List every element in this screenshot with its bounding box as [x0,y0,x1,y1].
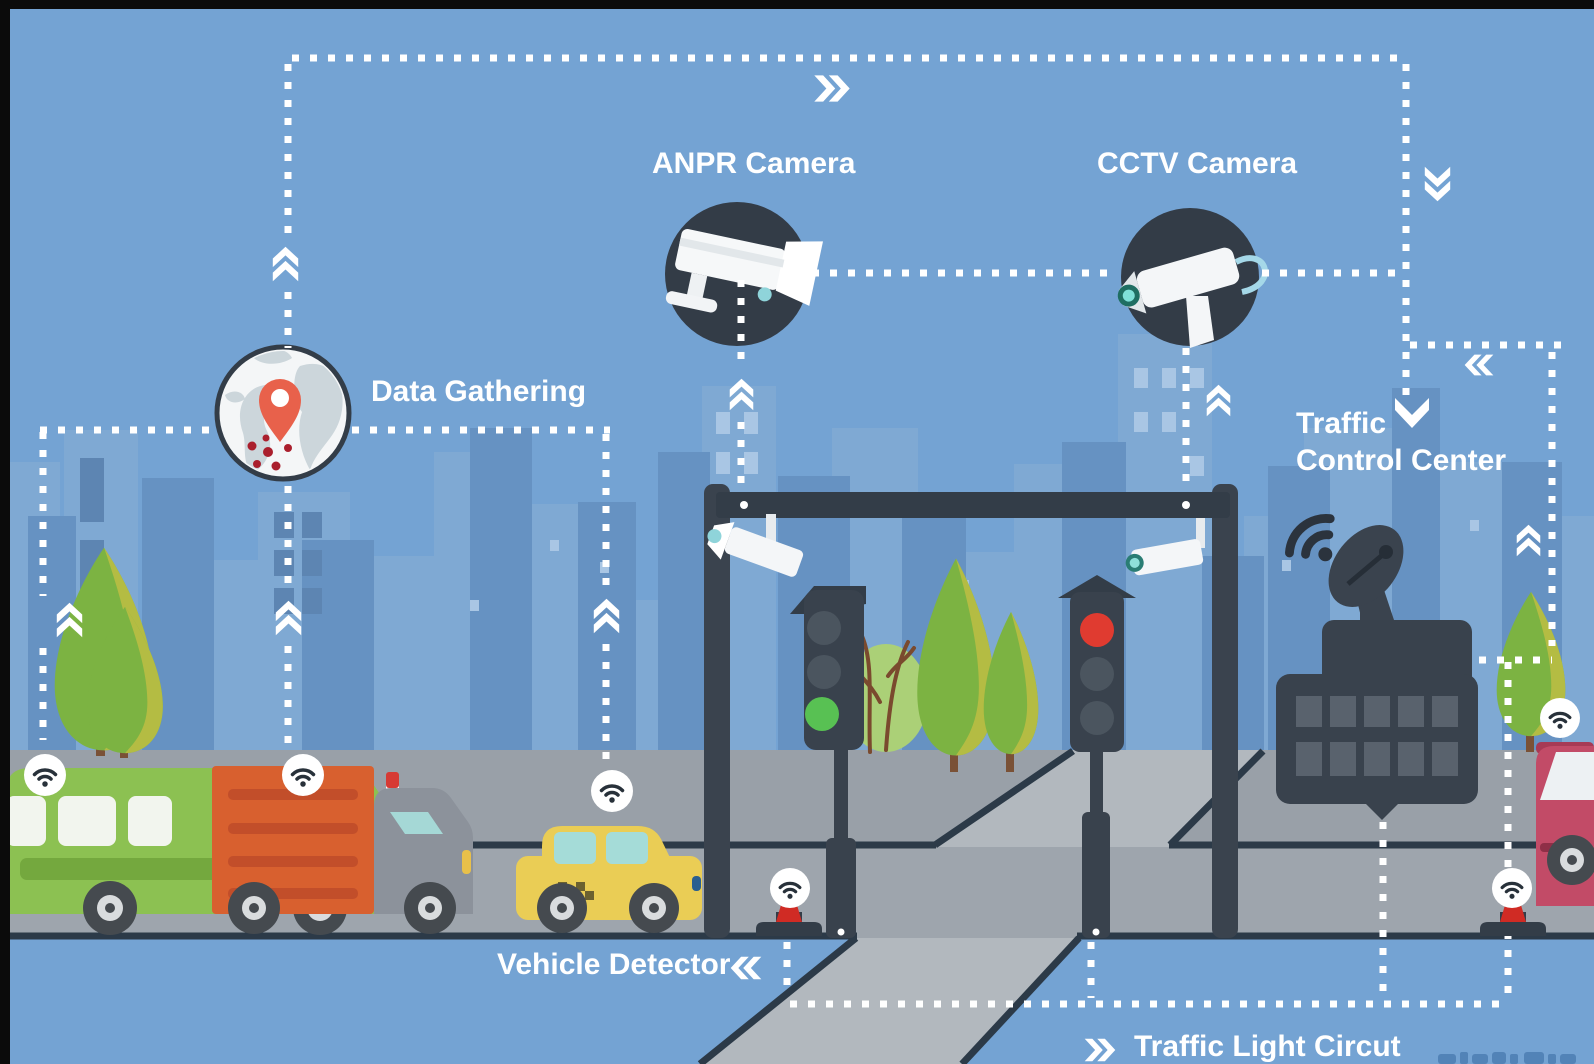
wifi-badge-bus [24,754,66,796]
anpr-street-camera [707,514,804,577]
traffic-light-red [1058,575,1136,938]
traffic-light-circuit-label: Traffic Light Circut [1134,1030,1401,1063]
wifi-badge-detector-left [770,868,810,908]
cctv-street-camera [1125,518,1205,576]
traffic-control-center-label: Traffic Control Center [1296,405,1506,479]
pink-car [1536,742,1594,906]
arrow-down-icon [1395,398,1429,428]
vehicle-detector-right [1480,905,1546,936]
trees-middle [917,558,1039,772]
tree-right [1496,591,1566,752]
cross-road-lower [700,938,1079,1064]
wifi-badge-car [1540,698,1580,738]
taxi [516,826,702,933]
building-windows [1296,696,1458,776]
dotted-connector-lines [39,54,1562,1008]
wifi-badges [24,698,1580,908]
traffic-control-center-label-line2: Control Center [1296,444,1506,477]
wifi-badge-truck [282,754,324,796]
traffic-control-center-building [1276,510,1478,820]
flow-arrows [56,75,1541,1062]
globe-pin-icon [214,344,352,482]
camera-gantry [704,484,1238,938]
cctv-camera-icon [1117,208,1268,348]
traffic-light-green [790,586,866,938]
anpr-camera-label: ANPR Camera [652,147,856,180]
truck [212,766,473,934]
traffic-control-center-label-line1: Traffic [1296,407,1387,440]
cctv-camera-label: CCTV Camera [1097,147,1298,180]
anpr-camera-icon [665,202,824,346]
wifi-badge-detector-right [1492,868,1532,908]
trees-left [54,547,163,758]
watermark-fragment [1438,1052,1576,1064]
wifi-badge-taxi [591,770,633,812]
vehicle-detector-left [756,905,822,936]
data-gathering-label: Data Gathering [371,375,587,408]
vehicle-detector-label: Vehicle Detector [497,948,731,981]
